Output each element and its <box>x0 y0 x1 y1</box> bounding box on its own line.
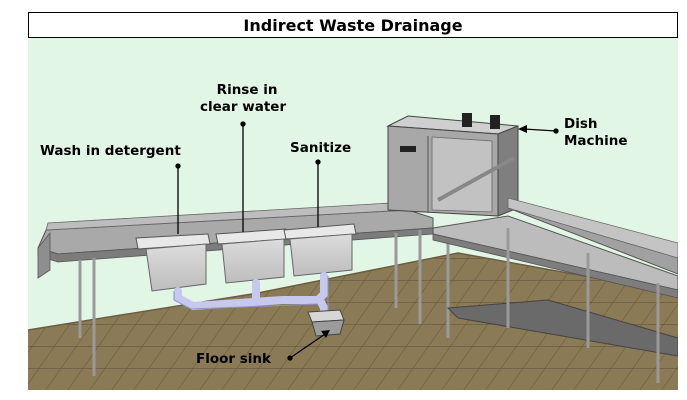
counter-legs <box>78 228 450 376</box>
sink-sanitize <box>283 223 357 277</box>
drain-pipe-outline <box>173 276 329 316</box>
dish-machine-vent-1 <box>462 113 472 127</box>
title-box: Indirect Waste Drainage <box>28 12 678 38</box>
label-dish-line2: Machine <box>564 133 628 149</box>
dish-machine <box>386 113 519 217</box>
dish-machine-arrow <box>518 125 527 133</box>
label-floor-sink: Floor sink <box>196 351 272 367</box>
dish-machine-slot <box>400 146 416 152</box>
drainboard-lip <box>37 231 51 279</box>
sink-wash <box>135 233 211 292</box>
dish-machine-handle <box>437 156 515 202</box>
label-rinse-line1: Rinse in <box>216 82 278 98</box>
floor-sink-arrow <box>321 330 330 338</box>
dish-machine-vent-2 <box>490 115 500 129</box>
label-rinse-line2: clear water <box>200 99 287 115</box>
floor-edge <box>28 252 678 331</box>
diagram-title: Indirect Waste Drainage <box>243 15 463 35</box>
label-pointers <box>175 121 559 361</box>
kitchen-illustration <box>28 38 678 390</box>
label-wash: Wash in detergent <box>40 143 181 159</box>
right-counter-undershelf <box>446 299 678 357</box>
label-rinse: Rinse in clear water <box>200 82 286 116</box>
right-counter <box>432 197 678 383</box>
label-dish-line1: Dish <box>564 116 598 132</box>
label-dish-machine: Dish Machine <box>564 116 628 150</box>
floor-sink <box>307 309 345 337</box>
label-sanitize: Sanitize <box>290 140 352 156</box>
sink-rinse <box>215 228 289 284</box>
tiled-floor <box>28 253 678 390</box>
